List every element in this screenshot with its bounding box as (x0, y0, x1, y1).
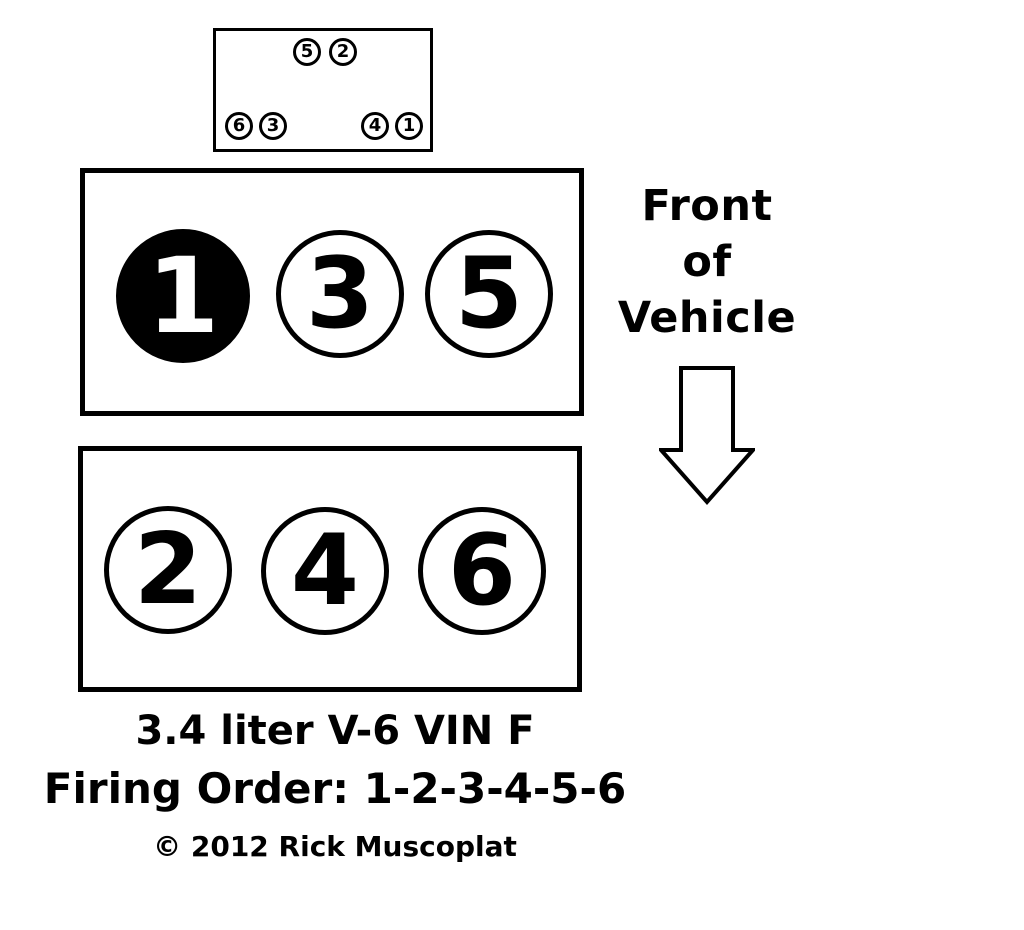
front-label-line-2: of (682, 237, 732, 287)
front-label-line-1: Front (641, 181, 773, 231)
coil-terminal-label: 4 (368, 115, 382, 136)
coil-terminal-4: 4 (361, 112, 389, 140)
coil-terminal-5: 5 (293, 38, 321, 66)
cylinder-number: 4 (290, 514, 360, 628)
front-label-line-3: Vehicle (617, 293, 797, 343)
coil-terminal-label: 1 (402, 115, 416, 136)
cylinder-number: 2 (133, 513, 203, 627)
firing-order-caption: Firing Order: 1-2-3-4-5-6 (43, 764, 627, 813)
coil-terminal-label: 3 (266, 115, 280, 136)
coil-terminal-2: 2 (329, 38, 357, 66)
coil-terminal-label: 5 (300, 41, 314, 62)
coil-terminal-3: 3 (259, 112, 287, 140)
cylinder-1: 1 (116, 229, 250, 363)
cylinder-4: 4 (261, 507, 389, 635)
cylinder-2: 2 (104, 506, 232, 634)
coil-terminal-label: 2 (336, 41, 350, 62)
copyright-caption: © 2012 Rick Muscoplat (153, 830, 517, 863)
cylinder-number: 3 (305, 237, 375, 351)
cylinder-number: 6 (447, 514, 517, 628)
coil-terminal-6: 6 (225, 112, 253, 140)
cylinder-6: 6 (418, 507, 546, 635)
engine-caption: 3.4 liter V-6 VIN F (135, 708, 535, 754)
cylinder-number: 5 (454, 237, 524, 351)
front-of-vehicle-label: Front of Vehicle (582, 178, 832, 346)
coil-terminal-label: 6 (232, 115, 246, 136)
cylinder-number: 1 (146, 235, 220, 357)
cylinder-3: 3 (276, 230, 404, 358)
cylinder-5: 5 (425, 230, 553, 358)
coil-terminal-1: 1 (395, 112, 423, 140)
down-arrow-icon (659, 366, 755, 506)
